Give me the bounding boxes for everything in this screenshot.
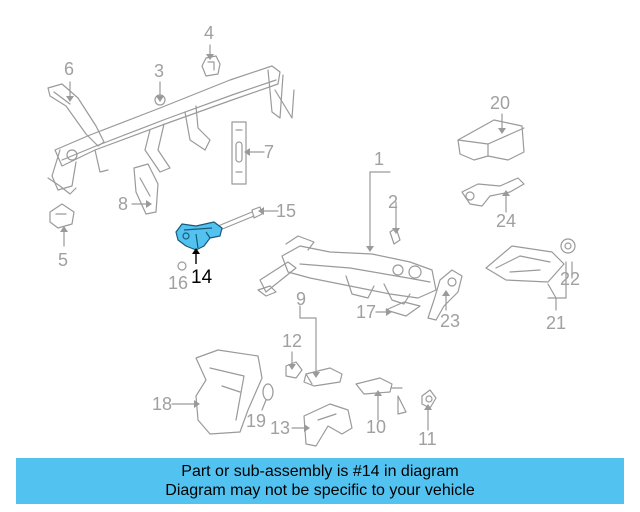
callout-4[interactable]: 4: [204, 23, 215, 43]
part-22-cap: [560, 238, 576, 254]
info-banner: Part or sub-assembly is #14 in diagram D…: [16, 458, 624, 504]
part-4-nut: [201, 55, 221, 77]
callout-17[interactable]: 17: [356, 302, 377, 322]
part-17-cover: [385, 301, 421, 317]
part-9-shaft: [303, 367, 343, 387]
callout-19[interactable]: 19: [246, 411, 267, 431]
callout-16[interactable]: 16: [168, 273, 189, 293]
callout-13[interactable]: 13: [270, 418, 291, 438]
part-12-bushing: [285, 361, 303, 379]
callout-2[interactable]: 2: [388, 192, 399, 212]
callout-23[interactable]: 23: [440, 311, 461, 331]
callout-15[interactable]: 15: [276, 201, 297, 221]
leader-lines: [63, 44, 573, 431]
callout-8[interactable]: 8: [118, 194, 129, 214]
callout-9[interactable]: 9: [296, 289, 307, 309]
part-6-bracket: [47, 83, 105, 147]
part-7-plate: [231, 121, 247, 185]
part-1-steering-column: [257, 235, 437, 305]
part-16-nut: [177, 261, 187, 271]
part-15-bolt: [217, 206, 263, 231]
banner-line-1: Part or sub-assembly is #14 in diagram: [181, 463, 459, 480]
part-23-lever: [427, 269, 463, 321]
arrow-heads: [60, 54, 510, 432]
banner-line-2: Diagram may not be specific to your vehi…: [165, 482, 475, 499]
part-5-clip: [49, 203, 75, 229]
part-13-bracket: [303, 403, 353, 447]
callout-7[interactable]: 7: [264, 142, 275, 162]
part-20-cover: [457, 119, 525, 161]
part-24-switch: [461, 177, 525, 207]
part-21-housing: [485, 245, 565, 283]
part-19-grommet: [262, 383, 274, 401]
callout-18[interactable]: 18: [152, 394, 173, 414]
callout-6[interactable]: 6: [64, 59, 75, 79]
part-10-lock-cylinder: [355, 377, 407, 415]
callout-12[interactable]: 12: [282, 331, 303, 351]
callout-1[interactable]: 1: [374, 149, 385, 169]
callout-5[interactable]: 5: [58, 250, 69, 270]
part-18-trim: [195, 349, 263, 435]
callout-22[interactable]: 22: [560, 269, 581, 289]
callout-21[interactable]: 21: [546, 313, 567, 333]
part-11-ring: [421, 389, 437, 409]
callout-24[interactable]: 24: [496, 211, 517, 231]
callout-10[interactable]: 10: [366, 417, 387, 437]
part-3-crossmember: [47, 65, 295, 195]
callout-11[interactable]: 11: [418, 429, 437, 449]
callout-20[interactable]: 20: [490, 93, 511, 113]
part-14-highlighted: [175, 221, 223, 264]
callout-14[interactable]: 14: [191, 267, 213, 288]
part-8-brace: [133, 163, 159, 215]
callout-3[interactable]: 3: [154, 61, 165, 81]
